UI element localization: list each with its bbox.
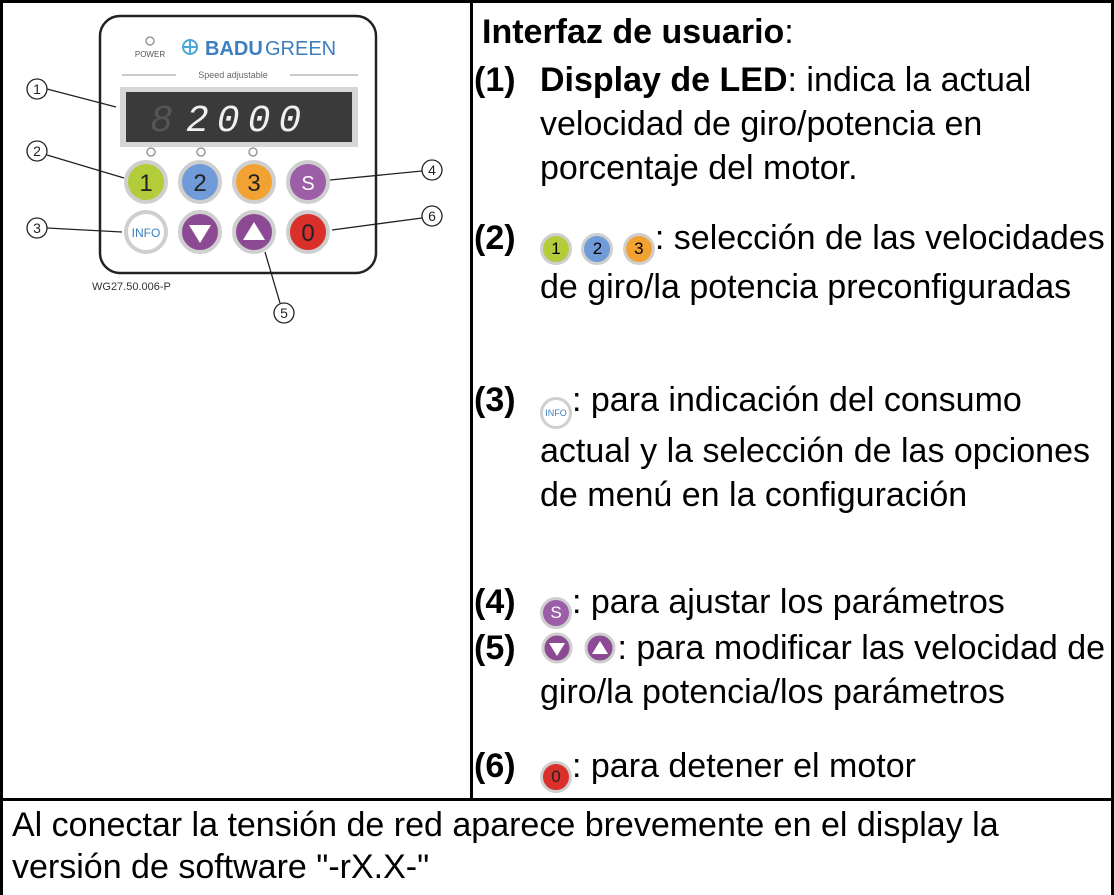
item-2-text: : selección de las velocidades de giro/l… bbox=[540, 219, 1105, 306]
item-number: (5) bbox=[474, 629, 516, 667]
badu-logo-icon bbox=[182, 39, 198, 55]
callout-1: 1 bbox=[33, 81, 41, 97]
border-top bbox=[0, 0, 1114, 3]
arrow-down-icon bbox=[189, 225, 211, 243]
button-3-icon: 3 bbox=[622, 233, 655, 265]
item-number: (4) bbox=[474, 583, 516, 621]
callout-4: 4 bbox=[428, 162, 436, 178]
button-0[interactable]: 0 bbox=[286, 210, 330, 254]
svg-text:1: 1 bbox=[139, 170, 152, 197]
button-up[interactable] bbox=[232, 210, 276, 254]
item-number: (2) bbox=[474, 219, 516, 257]
button-2-icon: 2 bbox=[581, 233, 614, 265]
info-button-icon: INFO bbox=[540, 397, 572, 429]
arrow-up-icon bbox=[243, 222, 265, 240]
svg-text:3: 3 bbox=[247, 170, 260, 197]
button-down[interactable] bbox=[178, 210, 222, 254]
item-number: (1) bbox=[474, 61, 516, 99]
button-1-icon: 1 bbox=[540, 233, 572, 265]
footer-note: Al conectar la tensión de red aparece br… bbox=[12, 806, 999, 886]
item-6-text: : para detener el motor bbox=[572, 747, 916, 785]
button-2[interactable]: 2 bbox=[178, 160, 222, 204]
power-label: POWER bbox=[135, 50, 165, 59]
button-3[interactable]: 3 bbox=[232, 160, 276, 204]
row-divider bbox=[0, 798, 1114, 801]
s-button-icon: S bbox=[540, 597, 572, 629]
heading-colon: : bbox=[784, 13, 794, 51]
svg-text:INFO: INFO bbox=[132, 226, 161, 240]
border-right bbox=[1111, 0, 1114, 895]
callout-5: 5 bbox=[280, 305, 288, 321]
callout-2: 2 bbox=[33, 143, 41, 159]
led-display bbox=[126, 92, 352, 142]
callout-3: 3 bbox=[33, 220, 41, 236]
svg-text:8: 8 bbox=[150, 100, 173, 143]
brand-light: GREEN bbox=[265, 38, 336, 60]
speed-adjustable-label: Speed adjustable bbox=[198, 70, 268, 80]
item-5-text: : para modificar las velocidad de giro/l… bbox=[540, 629, 1106, 711]
section-heading: Interfaz de usuario: bbox=[482, 12, 794, 52]
svg-text:0: 0 bbox=[301, 220, 314, 247]
item-1-text: : indica la actual velocidad de giro/pot… bbox=[540, 61, 1032, 187]
button-info[interactable]: INFO bbox=[124, 210, 168, 254]
arrow-up-button-icon bbox=[584, 632, 616, 664]
item-number: (6) bbox=[474, 747, 516, 785]
button-1[interactable]: 1 bbox=[124, 160, 168, 204]
item-4-text: : para ajustar los parámetros bbox=[572, 583, 1005, 621]
svg-text:2: 2 bbox=[193, 170, 206, 197]
callout-6: 6 bbox=[428, 208, 436, 224]
item-1-bold: Display de LED bbox=[540, 61, 788, 99]
display-digits: 2000 bbox=[186, 100, 309, 143]
heading-bold: Interfaz de usuario bbox=[482, 13, 785, 51]
column-divider bbox=[470, 0, 473, 800]
button-s[interactable]: S bbox=[286, 160, 330, 204]
border-left bbox=[0, 0, 3, 895]
model-label: WG27.50.006-P bbox=[92, 281, 171, 293]
control-panel-illustration: POWER BADU GREEN Speed adjustable 8 2000… bbox=[26, 14, 443, 324]
item-3-text: : para indicación del consumo actual y l… bbox=[540, 381, 1090, 514]
arrow-down-button-icon bbox=[541, 632, 573, 664]
item-number: (3) bbox=[474, 381, 516, 419]
svg-text:S: S bbox=[301, 173, 314, 195]
brand-bold: BADU bbox=[205, 38, 263, 60]
zero-button-icon: 0 bbox=[540, 761, 572, 793]
